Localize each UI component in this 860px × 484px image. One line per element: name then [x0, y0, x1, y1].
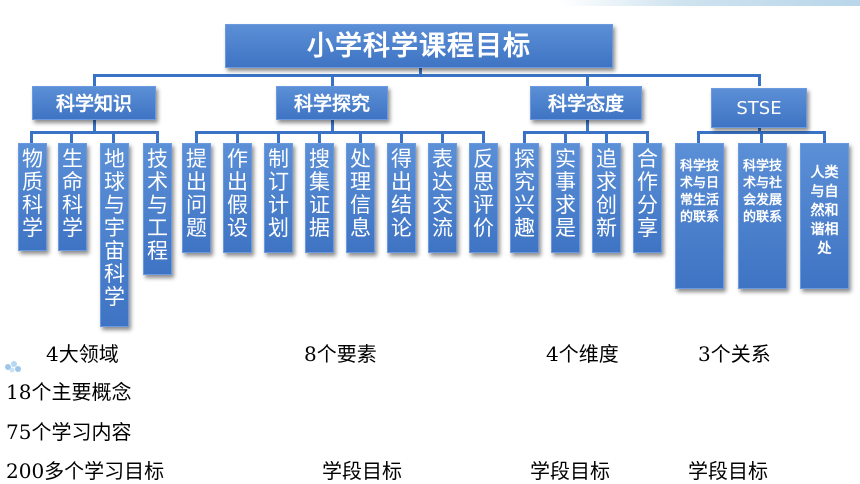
leaf-pursue-innovation: 追求创新	[592, 143, 621, 253]
caption-3-relations: 3个关系	[698, 342, 771, 366]
leaf-make-hypothesis: 作出假设	[223, 143, 252, 253]
note-main-concepts: 18个主要概念	[6, 380, 132, 404]
leaf-life-science: 生命科学	[58, 143, 87, 251]
leaf-express-communicate: 表达交流	[428, 143, 457, 253]
snowflake-icon	[5, 361, 21, 373]
caption-4-domains: 4大领域	[46, 342, 119, 366]
note-learning-goals: 200多个学习目标	[6, 459, 165, 483]
category-science-inquiry: 科学探究	[276, 86, 388, 120]
category-science-attitude: 科学态度	[530, 86, 642, 120]
leaf-sci-tech-daily-life: 科学技术与日常生活的联系	[675, 143, 724, 289]
leaf-seek-truth: 实事求是	[551, 143, 580, 253]
leaf-ask-question: 提出问题	[182, 143, 211, 253]
leaf-technology-engineering: 技术与工程	[143, 143, 172, 275]
leaf-draw-conclusion: 得出结论	[387, 143, 416, 253]
stage-goal-stse: 学段目标	[688, 459, 768, 483]
diagram-title: 小学科学课程目标	[225, 24, 613, 68]
stage-goal-attitude: 学段目标	[530, 459, 610, 483]
leaf-reflect-evaluate: 反思评价	[469, 143, 498, 253]
leaf-inquiry-interest: 探究兴趣	[510, 143, 539, 253]
category-stse: STSE	[711, 88, 807, 128]
leaf-human-nature-harmony: 人类与自然和谐相处	[800, 143, 849, 289]
leaf-matter-science: 物质科学	[18, 143, 47, 251]
leaf-sci-tech-society: 科学技术与社会发展的联系	[738, 143, 787, 289]
stage-goal-inquiry: 学段目标	[322, 459, 402, 483]
leaf-make-plan: 制订计划	[264, 143, 293, 253]
caption-8-elements: 8个要素	[304, 342, 377, 366]
category-science-knowledge: 科学知识	[32, 86, 156, 120]
caption-4-dimensions: 4个维度	[546, 342, 619, 366]
note-learning-contents: 75个学习内容	[6, 420, 132, 444]
leaf-process-information: 处理信息	[346, 143, 375, 253]
leaf-earth-universe-science: 地球与宇宙科学	[100, 143, 129, 327]
leaf-cooperate-share: 合作分享	[633, 143, 662, 253]
leaf-collect-evidence: 搜集证据	[305, 143, 334, 253]
top-decor-band	[560, 0, 860, 6]
